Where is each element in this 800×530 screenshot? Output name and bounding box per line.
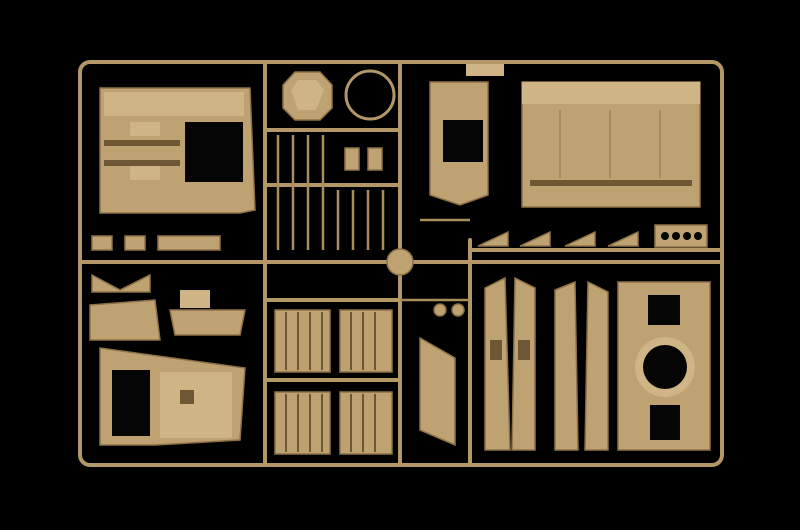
rod-parts <box>276 135 385 250</box>
sprue-runners <box>78 60 724 467</box>
angled-plate-part <box>419 336 456 447</box>
small-wheel-parts <box>433 303 465 317</box>
skirt-parts <box>484 276 609 451</box>
ammo-rack-parts <box>274 309 393 455</box>
hull-top-part <box>99 87 256 214</box>
hull-floor-part <box>521 81 701 208</box>
turret-plate-part <box>617 281 711 451</box>
hull-side-part <box>99 347 246 446</box>
left-small-parts <box>89 235 246 341</box>
octagon-part <box>282 71 333 121</box>
wedge-parts <box>477 224 708 248</box>
ring-part <box>344 69 396 121</box>
hub-part <box>386 248 414 276</box>
hatch-frame-part <box>429 64 504 206</box>
